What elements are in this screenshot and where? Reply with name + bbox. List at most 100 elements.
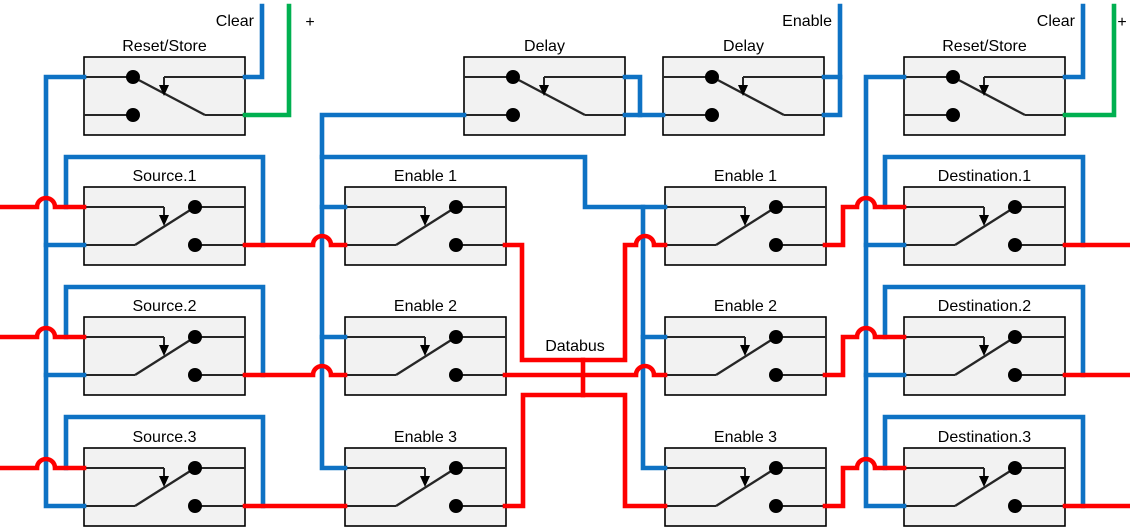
contact-dot [769,461,783,475]
switch-body [664,447,827,527]
actuator-arrow-icon [740,345,750,356]
actuator-arrow-icon [159,85,169,96]
switch-body [662,56,825,136]
contact-dot [188,368,202,382]
switch-destination-2: Destination.2 [903,298,1066,396]
contact-dot [126,108,140,122]
contact-dot [188,461,202,475]
actuator-arrow-icon [979,345,989,356]
wire-en2-to-dest2 [822,325,907,378]
switch-destination-3: Destination.3 [903,429,1066,527]
contact-line [512,75,586,117]
contact-line [715,467,777,507]
contact-dot [126,70,140,84]
actuator-arrow-icon [159,215,169,226]
contact-line [952,75,1026,117]
wire-clear-right-wire [1062,3,1086,80]
wire-src2-input [0,325,87,340]
label-clear-left: Clear [216,13,255,30]
contact-dot [1008,238,1022,252]
contact-line [711,75,785,117]
switch-body [463,56,626,136]
wire-en1-to-dest1 [822,195,907,248]
switch-reset-store-left: Reset/Store [83,38,246,136]
contact-dot [769,499,783,513]
wire-bus-link-1 [502,233,668,363]
switch-body [83,56,246,136]
contact-line [715,336,777,376]
switch-label-source-2: Source.2 [132,298,196,315]
wire-enable-top-link [319,154,668,210]
switch-label-reset-store-left: Reset/Store [122,38,207,55]
wire-source-3-frame [63,414,266,509]
contact-dot [946,108,960,122]
switch-label-destination-3: Destination.3 [938,429,1031,446]
contact-dot [449,499,463,513]
switch-label-delay-2: Delay [723,38,764,55]
contact-line [134,336,196,376]
wire-plus-right-wire [1062,3,1117,118]
contact-line [134,467,196,507]
switch-source-1: Source.1 [83,168,246,266]
contact-dot [1008,200,1022,214]
contact-dot [769,330,783,344]
contact-dot [705,108,719,122]
switch-label-enable-3-left: Enable 3 [394,429,457,446]
contact-dot [449,238,463,252]
switch-enable-2-left: Enable 2 [344,298,507,396]
contact-dot [1008,499,1022,513]
switch-label-enable-2-left: Enable 2 [394,298,457,315]
contact-dot [1008,461,1022,475]
wire-src1-to-en1 [242,233,348,248]
contact-line [395,467,457,507]
switch-body [903,56,1066,136]
wire-plus-left-wire [242,3,292,118]
wire-dest-2-frame [882,284,1086,378]
wire-enable-col-right [640,204,668,471]
contact-line [715,206,777,246]
actuator-arrow-icon [738,85,748,96]
actuator-arrow-icon [740,476,750,487]
contact-line [132,75,206,117]
actuator-arrow-icon [740,215,750,226]
switch-label-source-1: Source.1 [132,168,196,185]
wire-source-2-frame [63,284,266,378]
switch-label-enable-3-right: Enable 3 [714,429,777,446]
switch-label-reset-store-right: Reset/Store [942,38,1027,55]
wire-source-1-frame [63,154,266,248]
actuator-arrow-icon [159,476,169,487]
wire-src3-input [0,456,87,471]
contact-line [395,336,457,376]
actuator-arrow-icon [979,85,989,96]
contact-dot [1008,330,1022,344]
wire-enable-col-left [319,112,467,471]
switch-enable-3-right: Enable 3 [664,429,827,527]
contact-dot [769,238,783,252]
wire-supply-left [43,74,87,509]
wire-src1-input [0,195,87,210]
contact-line [134,206,196,246]
label-databus: Databus [545,338,605,355]
wire-dest-1-frame [882,154,1086,248]
contact-dot [769,368,783,382]
wire-delay-link-v [622,74,643,118]
switch-enable-1-left: Enable 1 [344,168,507,266]
switch-enable-2-right: Enable 2 [664,298,827,396]
switch-source-2: Source.2 [83,298,246,396]
contact-dot [449,200,463,214]
contact-dot [705,70,719,84]
contact-dot [769,200,783,214]
switch-delay-2: Delay [662,38,825,136]
contact-dot [188,330,202,344]
wire-bus-link-2 [502,363,668,378]
contact-dot [506,70,520,84]
label-enable-top: Enable [782,13,832,30]
switch-label-source-3: Source.3 [132,429,196,446]
switch-label-enable-1-right: Enable 1 [714,168,777,185]
switch-label-enable-1-left: Enable 1 [394,168,457,185]
wire-dest-3-frame [882,414,1086,509]
switch-enable-1-right: Enable 1 [664,168,827,266]
actuator-arrow-icon [979,215,989,226]
